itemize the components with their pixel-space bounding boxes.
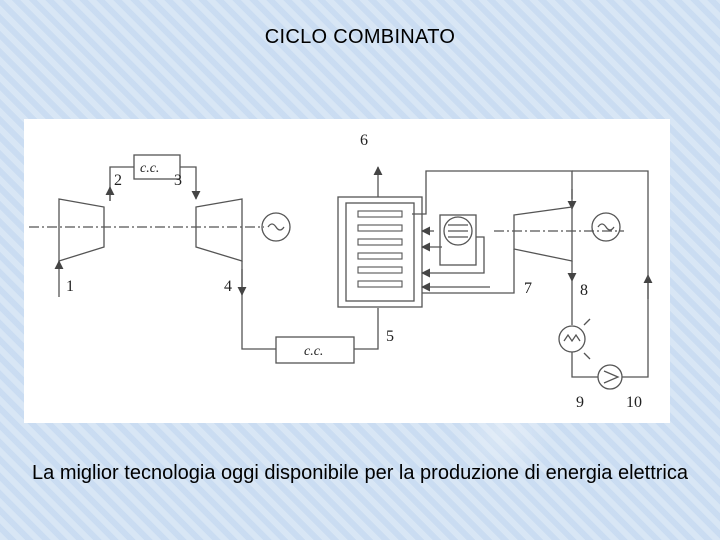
hrsg-inner [345, 202, 415, 302]
cc-top-label: c.c. [140, 161, 159, 176]
combustion-chamber-bottom [275, 336, 355, 364]
slide-caption: La miglior tecnologia oggi disponibile p… [32, 462, 688, 484]
label-2: 2 [114, 172, 122, 189]
generator-1 [261, 212, 291, 242]
steam-line-top [412, 170, 573, 215]
cc-to-hrsg [354, 308, 379, 350]
label-8: 8 [580, 282, 588, 299]
combined-cycle-diagram: 1 2 3 4 5 6 7 8 9 10 c.c. c.c. [29, 132, 653, 411]
gas-compressor [58, 198, 105, 262]
label-6: 6 [360, 132, 368, 149]
condenser [558, 325, 586, 353]
drum-loop [439, 214, 477, 266]
label-4: 4 [224, 278, 232, 295]
hrsg-outer [337, 196, 423, 308]
steam-drum [443, 216, 473, 246]
label-9: 9 [576, 394, 584, 411]
hrsg-tubes [357, 210, 403, 288]
label-7: 7 [524, 280, 532, 297]
cc-bottom-label: c.c. [304, 344, 323, 359]
feedwater-return [622, 279, 649, 378]
turbine-extraction [422, 249, 515, 294]
label-10: 10 [626, 394, 642, 411]
exhaust-line [241, 261, 276, 350]
slide-title: CICLO COMBINATO [264, 26, 456, 48]
cc-to-turbine [180, 166, 201, 200]
gas-turbine [195, 198, 243, 262]
diagram-panel: 1 2 3 4 5 6 7 8 9 10 c.c. c.c. [24, 119, 670, 423]
steam-turbine [513, 206, 573, 262]
label-1: 1 [66, 278, 74, 295]
label-3: 3 [174, 172, 182, 189]
generator-2 [591, 212, 621, 242]
label-5: 5 [386, 328, 394, 345]
condensate-line [571, 352, 598, 378]
